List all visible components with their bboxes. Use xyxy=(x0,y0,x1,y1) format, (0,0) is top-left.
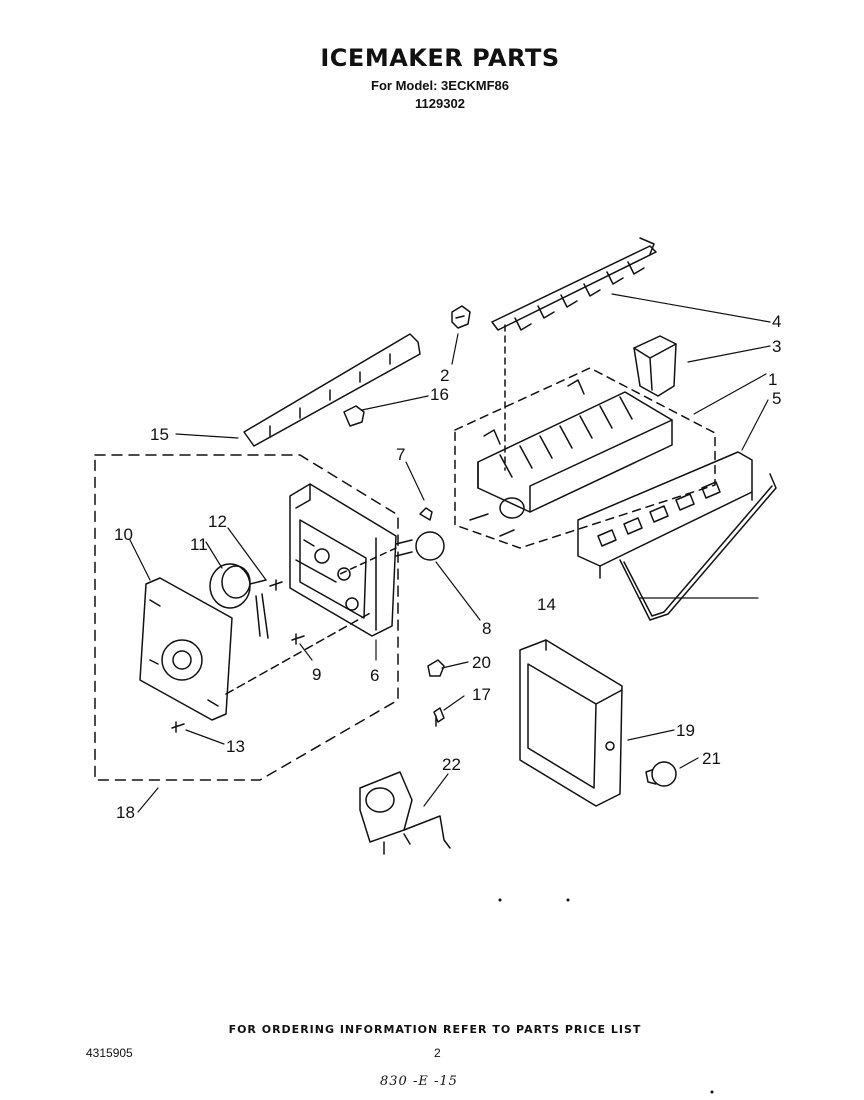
stripper-part xyxy=(633,335,677,397)
valve-part xyxy=(359,771,451,855)
callout-22: 22 xyxy=(442,755,461,774)
arm-part xyxy=(619,473,777,621)
callout-20: 20 xyxy=(472,653,491,672)
diagram-number: 1129302 xyxy=(415,96,465,111)
scan-specks xyxy=(498,898,714,1094)
screw-parts xyxy=(171,579,373,733)
callout-10: 10 xyxy=(114,525,133,544)
leader-lines xyxy=(129,293,771,813)
harness-part xyxy=(243,333,421,447)
motor-part xyxy=(209,563,269,639)
callout-11: 11 xyxy=(190,535,208,554)
callout-13: 13 xyxy=(226,737,245,756)
callout-15: 15 xyxy=(150,425,169,444)
knob-part xyxy=(645,761,677,787)
page-number: 2 xyxy=(434,1046,441,1060)
callout-7: 7 xyxy=(396,445,405,464)
front-cover-part xyxy=(519,639,623,807)
housing-part xyxy=(289,483,397,637)
callout-2: 2 xyxy=(440,366,449,385)
ejector-part xyxy=(491,237,657,471)
callout-19: 19 xyxy=(676,721,695,740)
callout-14: 14 xyxy=(537,595,556,614)
callout-12: 12 xyxy=(208,512,227,531)
callout-9: 9 xyxy=(312,665,321,684)
cover-part xyxy=(577,451,753,579)
model-label: For Model: 3ECKMF86 xyxy=(371,78,509,93)
callout-labels: 1 2 3 4 5 6 7 8 9 10 11 12 13 14 15 16 1… xyxy=(114,312,781,822)
clip-part xyxy=(451,305,471,329)
handwritten-note: 830 -E -15 xyxy=(380,1074,458,1089)
gear-part xyxy=(339,507,445,575)
mounting-plate-part xyxy=(139,577,233,721)
module-enclosure xyxy=(94,454,399,781)
callout-8: 8 xyxy=(482,619,491,638)
callout-16: 16 xyxy=(430,385,449,404)
callout-17: 17 xyxy=(472,685,491,704)
mold-part xyxy=(454,367,716,549)
callout-21: 21 xyxy=(702,749,721,768)
ordering-note: FOR ORDERING INFORMATION REFER TO PARTS … xyxy=(228,1023,642,1036)
callout-18: 18 xyxy=(116,803,135,822)
callout-1: 1 xyxy=(768,370,777,389)
callout-5: 5 xyxy=(772,389,781,408)
page-title: ICEMAKER PARTS xyxy=(320,44,560,72)
callout-4: 4 xyxy=(772,312,781,331)
callout-6: 6 xyxy=(370,666,379,685)
callout-3: 3 xyxy=(772,337,781,356)
doc-code: 4315905 xyxy=(86,1046,133,1060)
clamp-and-screw xyxy=(427,659,445,727)
retainer-part xyxy=(343,405,365,427)
